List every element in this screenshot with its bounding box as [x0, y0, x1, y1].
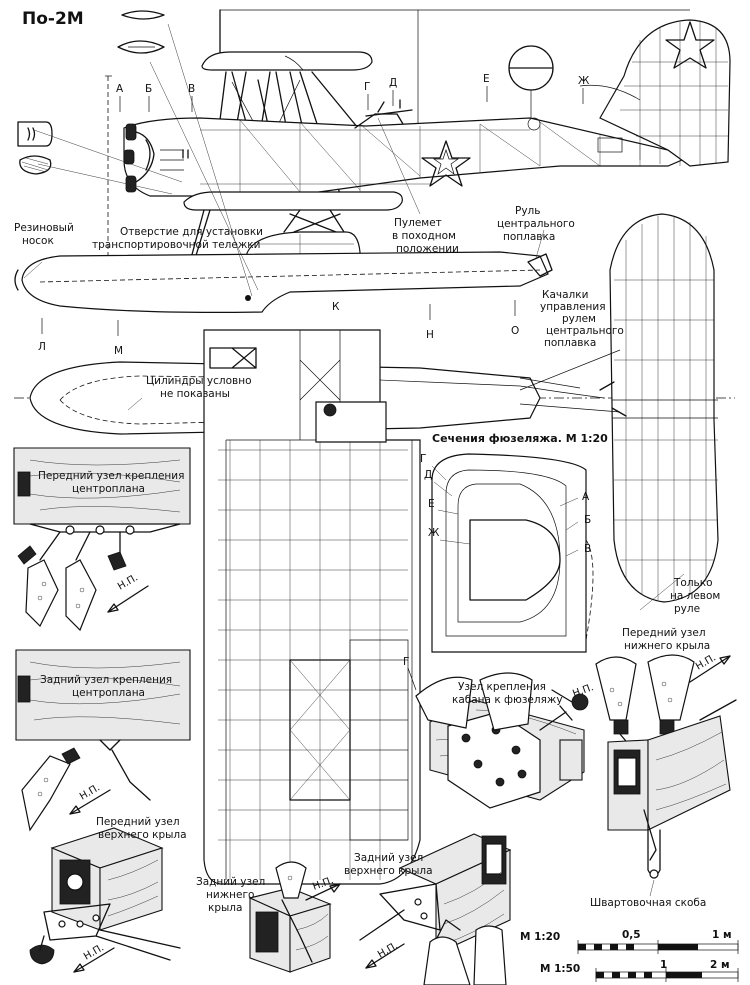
- section-v-letter: В: [584, 543, 591, 555]
- station-d-label: Д: [389, 77, 397, 89]
- upper-wing-side: [201, 51, 373, 71]
- section-g-letter: Г: [420, 453, 426, 465]
- scale-m50-label: М 1:50: [540, 963, 580, 975]
- station-zh-label: Ж: [578, 75, 590, 87]
- section-b-letter: Б: [584, 514, 591, 526]
- rear-upper-np: Н.П.: [376, 940, 400, 960]
- side-view: А Б В Г Д Е Ж И К Л М Н О: [14, 9, 731, 357]
- scale-m50-tick-1: 1: [660, 959, 667, 971]
- central-float-side: [21, 251, 549, 313]
- section-g-marker: Г: [403, 656, 409, 668]
- top-view: [14, 213, 735, 885]
- sections-title: Сечения фюзеляжа. М 1:20: [432, 432, 608, 445]
- scale-m20-label: М 1:20: [520, 931, 560, 943]
- fuselage-sections: Сечения фюзеляжа. М 1:20 Г Д Е Ж А Б В: [420, 432, 608, 653]
- station-v-label: В: [188, 83, 195, 95]
- scale-bars: М 1:20 0,5 1 м М 1:50 1 2 м: [520, 929, 739, 982]
- mooring-label: Швартовочная скоба: [590, 897, 706, 909]
- strut-section-icons: [17, 10, 165, 175]
- rear-upper-arrow: [365, 943, 405, 969]
- section-zh-letter: Ж: [428, 527, 440, 539]
- front-lower-arrow: [689, 655, 731, 683]
- mooring-leader: [649, 879, 655, 897]
- station-ticks: [41, 86, 584, 336]
- front-lower-np: Н.П.: [694, 652, 718, 672]
- rudder-control-cables: [519, 349, 621, 413]
- station-e-label: Е: [483, 73, 490, 85]
- station-m-label: М: [114, 345, 123, 357]
- station-k-label: К: [332, 301, 340, 313]
- rear-centre-arrow: [69, 789, 111, 815]
- front-centre-np: Н.П.: [116, 572, 140, 592]
- float-rudder: [527, 253, 553, 277]
- section-letters: Г Д Е Ж А Б В: [420, 453, 591, 555]
- section-g-marker-leader: [407, 667, 417, 691]
- float-struts: [283, 209, 345, 233]
- section-e-letter: Е: [428, 498, 435, 510]
- front-centre-arrow: [107, 585, 149, 613]
- machine-gun: [365, 99, 413, 117]
- scale-m20-tick-1: 0,5: [622, 929, 641, 941]
- station-b-label: Б: [145, 83, 152, 95]
- rubber-nose: [14, 269, 19, 291]
- tail-star: [665, 21, 715, 69]
- rear-access-panel: [597, 137, 623, 153]
- rear-lower-arrow: [305, 883, 341, 901]
- station-o-label: О: [511, 325, 519, 337]
- section-a-letter: А: [582, 491, 590, 503]
- fuselage-star: [421, 140, 471, 187]
- rear-centre-np: Н.П.: [78, 782, 102, 802]
- station-g-label: Г: [364, 81, 370, 93]
- station-a-label: А: [116, 83, 124, 95]
- lower-wing-plan: [203, 329, 421, 885]
- stabilizer-ribs: [612, 216, 718, 600]
- scale-m20-tick-2: 1 м: [712, 929, 732, 941]
- station-n-label: Н: [426, 329, 434, 341]
- left-rudder-leader: [639, 573, 685, 611]
- section-outer: [431, 453, 587, 653]
- trolley-hole: [245, 295, 251, 301]
- scale-m50-tick-2: 2 м: [710, 959, 730, 971]
- station-l-label: Л: [38, 341, 46, 353]
- front-upper-arrow: [73, 947, 115, 973]
- engine-cylinders: [123, 123, 189, 193]
- drawing-title: По-2М: [22, 9, 84, 29]
- lower-wing-side: [183, 191, 403, 211]
- section-d-letter: Д: [424, 469, 432, 481]
- cabane-arrow: [551, 689, 573, 703]
- fin-rudder-side: [599, 19, 731, 167]
